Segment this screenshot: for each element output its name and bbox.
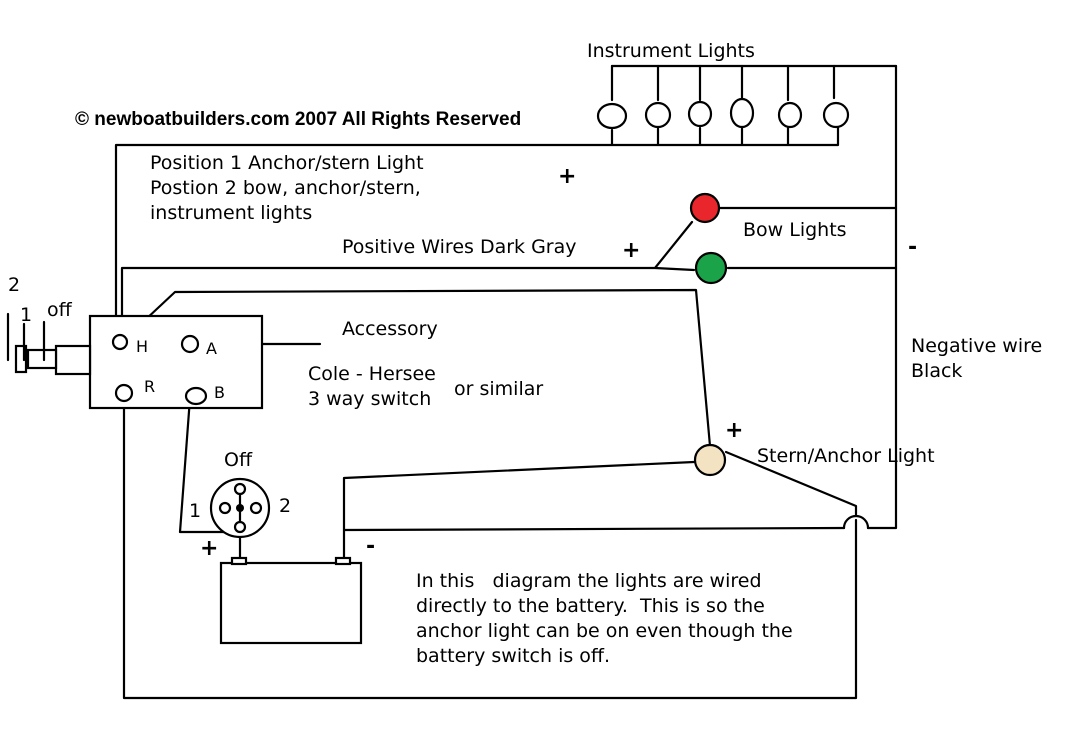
terminal-h xyxy=(111,333,129,351)
copyright-text: © newboatbuilders.com 2007 All Rights Re… xyxy=(75,109,521,130)
terminal-r-label: R xyxy=(144,377,155,396)
note-line1: In this diagram the lights are wired xyxy=(416,570,762,592)
or-similar-label: or similar xyxy=(454,378,543,400)
switch-b-wire xyxy=(178,396,230,534)
bow-lights-label: Bow Lights xyxy=(743,219,847,241)
instrument-light xyxy=(644,101,672,129)
stern-anchor-label: Stern/Anchor Light xyxy=(757,445,935,467)
accessory-label: Accessory xyxy=(342,318,438,340)
battery-switch-1-label: 1 xyxy=(189,500,201,522)
negative-wire-label-line2: Black xyxy=(911,360,962,382)
plus-symbol-battery: + xyxy=(200,536,218,561)
instrument-light xyxy=(777,101,803,129)
plus-symbol-top: + xyxy=(558,164,576,189)
terminal-a-label: A xyxy=(206,339,217,358)
negative-wire-label-line1: Negative wire xyxy=(911,335,1042,357)
switch-knob xyxy=(6,312,92,376)
battery-negative-wire xyxy=(342,526,846,532)
battery-switch xyxy=(209,477,271,539)
switch-name-line1: Cole - Hersee xyxy=(308,363,436,385)
switch-name-line2: 3 way switch xyxy=(308,388,431,410)
bow-light-red xyxy=(689,192,721,224)
instrument-lights-label: Instrument Lights xyxy=(587,40,755,62)
terminal-b-label: B xyxy=(214,383,225,402)
terminal-r xyxy=(114,383,134,403)
instrument-positive-wire xyxy=(114,126,840,338)
minus-symbol-battery: - xyxy=(366,534,375,559)
return-wire xyxy=(122,392,858,700)
instrument-drop-wires xyxy=(610,64,836,102)
wire-crossover-hop xyxy=(842,514,870,530)
note-line4: battery switch is off. xyxy=(416,645,610,667)
plus-symbol-stern: + xyxy=(725,418,743,443)
note-line2: directly to the battery. This is so the xyxy=(416,595,765,617)
position-note-line2: Postion 2 bow, anchor/stern, xyxy=(150,177,421,199)
switch-position-2: 2 xyxy=(8,274,20,296)
battery-switch-2-label: 2 xyxy=(279,495,291,517)
switch-position-off: off xyxy=(47,299,73,321)
stern-anchor-light xyxy=(693,443,727,477)
position-note-line3: instrument lights xyxy=(150,202,312,224)
battery xyxy=(219,556,363,645)
positive-wires-label: Positive Wires Dark Gray xyxy=(342,236,577,258)
instrument-lights xyxy=(596,97,850,130)
battery-positive-terminal xyxy=(230,556,248,566)
position-note-line1: Position 1 Anchor/stern Light xyxy=(150,152,424,174)
switch-position-1: 1 xyxy=(20,304,32,326)
minus-symbol-right: - xyxy=(908,235,917,260)
bow-light-green xyxy=(694,251,728,285)
stern-right-wire xyxy=(724,450,858,518)
note-line3: anchor light can be on even though the xyxy=(416,620,793,642)
terminal-b xyxy=(184,386,208,406)
terminal-a xyxy=(180,334,200,354)
negative-wire xyxy=(866,64,898,530)
battery-negative-terminal xyxy=(334,556,352,566)
instrument-light xyxy=(687,100,713,128)
instrument-light xyxy=(596,102,628,130)
stern-positive-wire xyxy=(126,288,712,448)
instrument-light xyxy=(729,97,755,129)
stern-negative-wire xyxy=(342,460,696,560)
terminal-h-label: H xyxy=(136,337,148,356)
instrument-light xyxy=(822,101,850,129)
bow-positive-wire xyxy=(120,220,696,338)
plus-symbol-bow: + xyxy=(622,238,640,263)
battery-switch-off-label: Off xyxy=(224,449,253,471)
